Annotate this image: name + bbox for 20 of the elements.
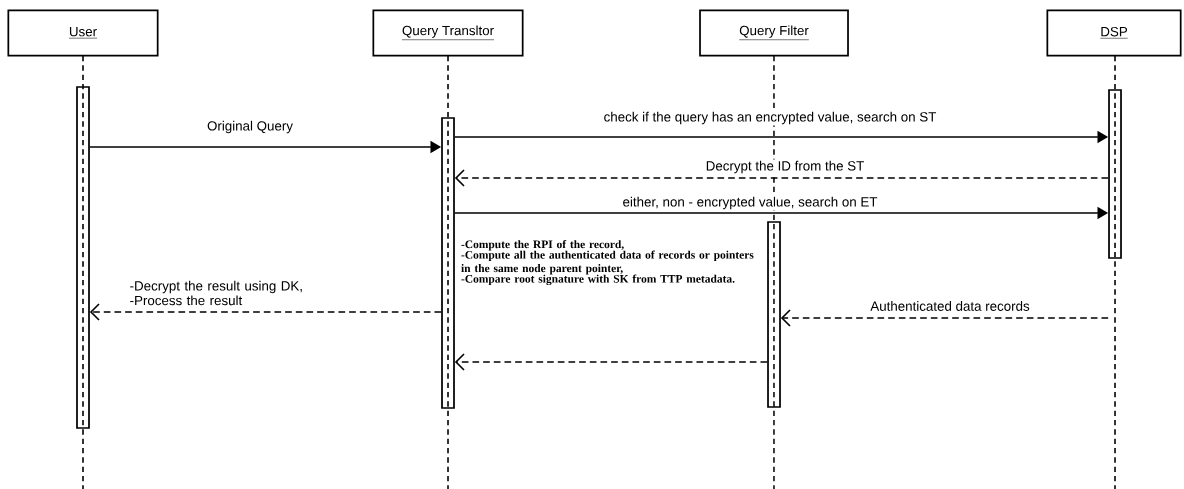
activation-bar <box>441 117 455 409</box>
activation-bar <box>767 221 781 408</box>
edge-label: Original Query <box>205 119 295 135</box>
participant-box: User <box>7 9 159 57</box>
edge-label: check if the query has an encrypted value, search on ST <box>602 110 938 126</box>
edge-label: either, non - encrypted value, search on ET <box>621 195 879 211</box>
edge-label: Authenticated data records <box>869 299 1032 313</box>
message-arrow <box>454 353 768 371</box>
activation-bar <box>76 86 90 429</box>
note-text: -Compare root signature with SK from TTP metadata. <box>461 274 735 286</box>
note-text: -Compute all the authenticated data of records or pointers in the same node parent pointer, <box>461 250 754 275</box>
activation-bar <box>1108 89 1122 259</box>
message-arrow <box>454 169 1109 187</box>
participant-box: DSP <box>1046 9 1182 57</box>
participant-box: Query Filter <box>699 9 849 57</box>
edge-label: -Decrypt the result using DK, -Process the result <box>128 279 306 307</box>
edge-label: Decrypt the ID from the ST <box>704 159 866 175</box>
participant-box: Query Transltor <box>372 9 524 57</box>
message-arrow <box>780 309 1109 327</box>
message-arrow <box>89 303 442 321</box>
